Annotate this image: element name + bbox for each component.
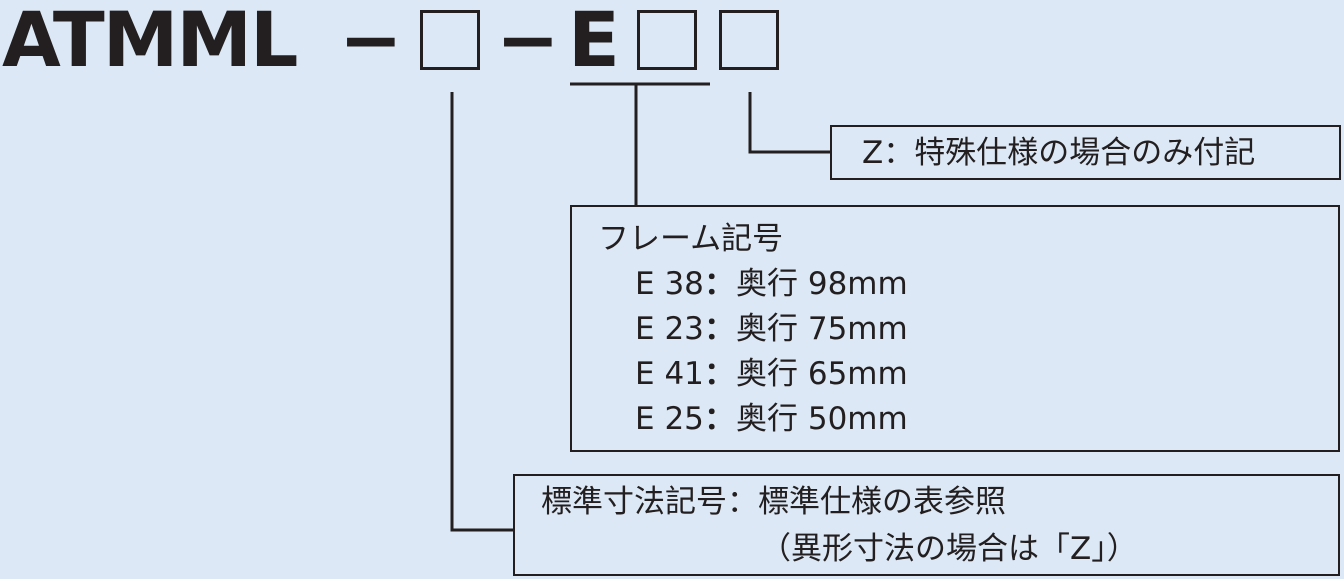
dimension-code-text: 標準寸法記号：標準仕様の表参照 bbox=[541, 484, 1006, 520]
frame-option-e41: E 41 ： 奥行 65mm bbox=[635, 356, 908, 392]
frame-code-title: フレーム記号 bbox=[598, 221, 784, 257]
frame-option-description: 奥行 98mm bbox=[736, 266, 908, 302]
model-separator-1: − bbox=[339, 0, 403, 84]
frame-letter: E bbox=[568, 0, 620, 84]
special-spec-text: Z：特殊仕様の場合のみ付記 bbox=[862, 134, 1256, 171]
special-code-placeholder bbox=[719, 10, 779, 70]
frame-option-code: E 25 bbox=[635, 401, 704, 437]
frame-option-description: 奥行 65mm bbox=[736, 356, 908, 392]
frame-option-description: 奥行 50mm bbox=[736, 401, 908, 437]
frame-option-separator: ： bbox=[704, 266, 735, 302]
model-prefix: ATMML bbox=[2, 0, 298, 84]
frame-code-callout: フレーム記号 E 38 ： 奥行 98mm E 23 ： 奥行 75mm E 4… bbox=[570, 205, 1340, 452]
special-connector bbox=[748, 92, 830, 154]
frame-code-options: E 38 ： 奥行 98mm E 23 ： 奥行 75mm E 41 ： 奥行 … bbox=[635, 266, 908, 437]
frame-option-code: E 38 bbox=[635, 266, 704, 302]
size-connector bbox=[450, 92, 513, 532]
special-spec-callout: Z：特殊仕様の場合のみ付記 bbox=[830, 125, 1341, 180]
frame-option-separator: ： bbox=[704, 356, 735, 392]
frame-option-description: 奥行 75mm bbox=[736, 311, 908, 347]
size-code-placeholder bbox=[420, 10, 480, 70]
frame-option-code: E 41 bbox=[635, 356, 704, 392]
model-separator-2: − bbox=[496, 0, 560, 84]
frame-option-e25: E 25 ： 奥行 50mm bbox=[635, 401, 908, 437]
dimension-code-note: （異形寸法の場合は「Z」） bbox=[760, 531, 1138, 567]
frame-option-e38: E 38 ： 奥行 98mm bbox=[635, 266, 908, 302]
dimension-code-callout: 標準寸法記号：標準仕様の表参照 （異形寸法の場合は「Z」） bbox=[513, 474, 1340, 576]
frame-option-code: E 23 bbox=[635, 311, 704, 347]
frame-option-e23: E 23 ： 奥行 75mm bbox=[635, 311, 908, 347]
frame-code-placeholder bbox=[637, 10, 697, 70]
frame-option-separator: ： bbox=[704, 401, 735, 437]
frame-option-separator: ： bbox=[704, 311, 735, 347]
